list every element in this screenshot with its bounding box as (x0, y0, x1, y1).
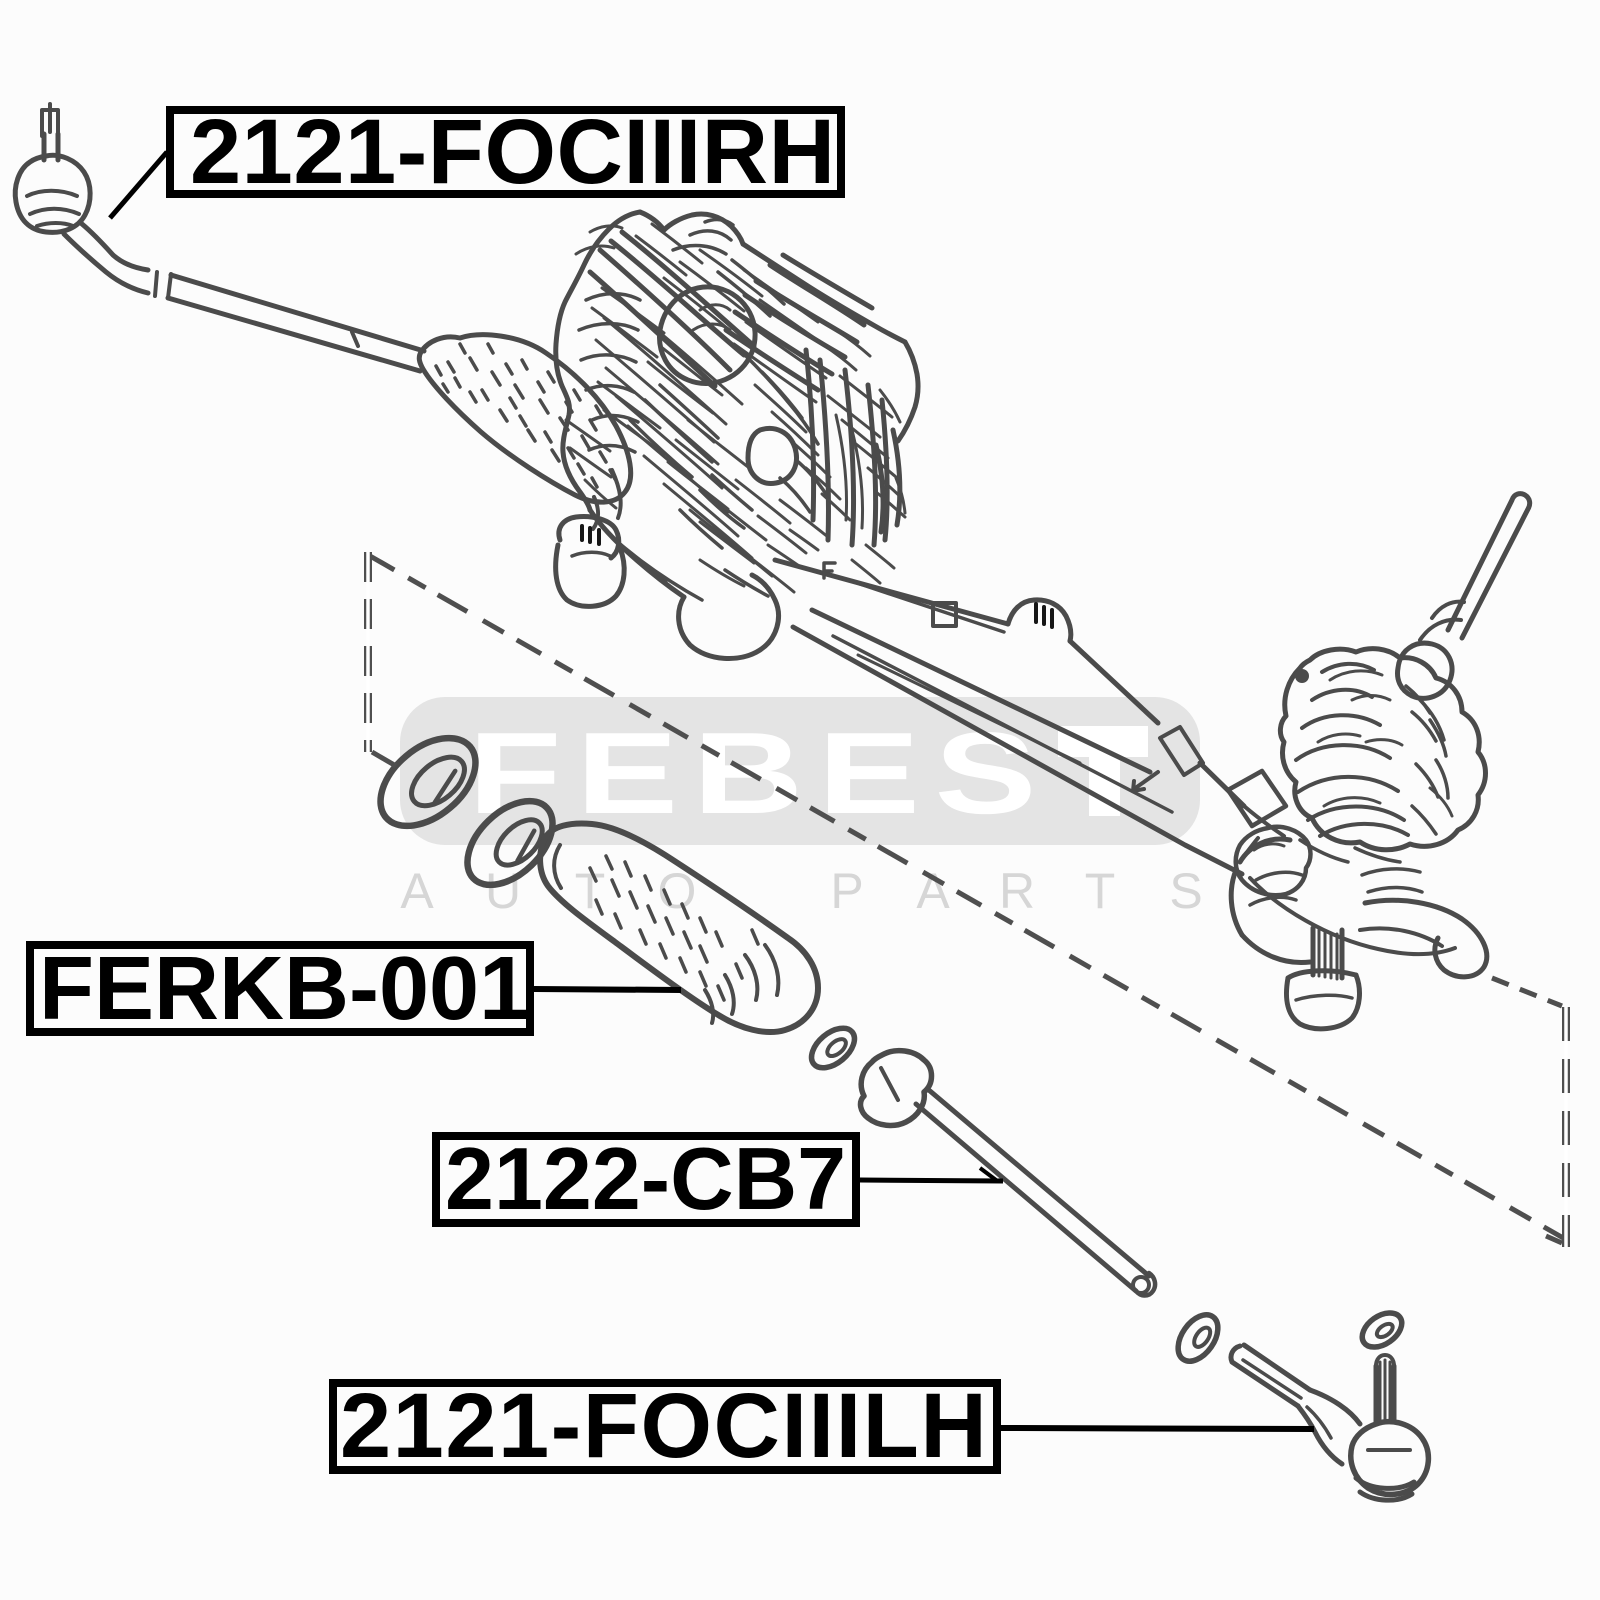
svg-text:2121-FOCIIILH: 2121-FOCIIILH (340, 1375, 988, 1477)
svg-text:A: A (916, 863, 950, 919)
svg-text:S: S (1169, 863, 1202, 919)
svg-text:R: R (999, 863, 1035, 919)
svg-text:A: A (400, 863, 434, 919)
svg-text:P: P (830, 863, 863, 919)
svg-text:FERKB-001: FERKB-001 (39, 939, 529, 1039)
svg-text:T: T (1085, 863, 1116, 919)
svg-text:2122-CB7: 2122-CB7 (445, 1129, 846, 1228)
svg-text:2121-FOCIIIRH: 2121-FOCIIIRH (190, 101, 836, 203)
svg-text:U: U (485, 863, 521, 919)
